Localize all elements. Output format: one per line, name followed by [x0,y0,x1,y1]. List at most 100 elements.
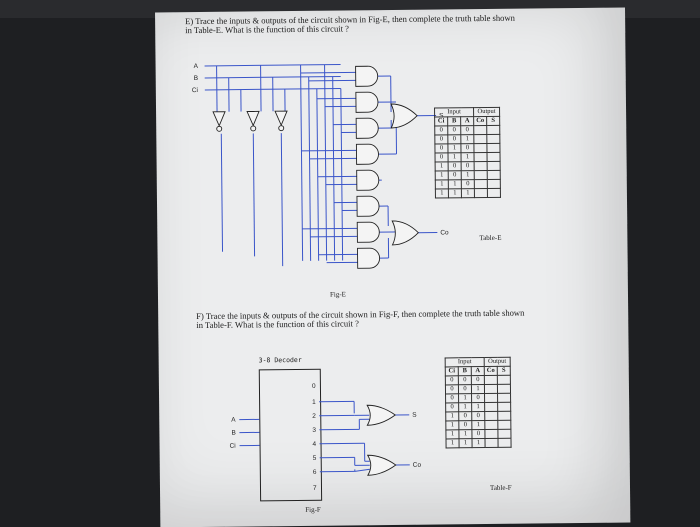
table-f-caption: Table-F [490,484,512,492]
blank-cell[interactable] [484,375,497,384]
decoder-pin-1: 1 [312,399,316,406]
blank-cell[interactable] [498,438,511,447]
decoder-pin-4: 4 [313,441,317,448]
table-cell: 1 [461,135,474,144]
blank-cell[interactable] [498,402,511,411]
blank-cell[interactable] [498,393,511,402]
table-cell: 0 [472,412,485,421]
table-cell: 0 [472,430,485,439]
table-f-col-ci: Ci [445,367,458,376]
table-cell: 1 [446,439,459,448]
fig-e-input-ci: Ci [192,87,198,94]
table-e-col-a: A [461,117,474,126]
table-cell: 0 [446,403,459,412]
blank-cell[interactable] [487,125,500,134]
blank-cell[interactable] [487,188,500,197]
blank-cell[interactable] [485,420,498,429]
table-cell: 0 [459,412,472,421]
table-e-caption: Table-E [479,234,501,242]
fig-f-input-b: B [231,430,235,437]
table-cell: 0 [471,376,484,385]
table-cell: 1 [435,162,448,171]
blank-cell[interactable] [487,152,500,161]
table-cell: 0 [461,162,474,171]
blank-cell[interactable] [485,438,498,447]
table-f-col-b: B [458,367,471,376]
fig-e-input-a: A [194,63,199,70]
blank-cell[interactable] [498,429,511,438]
table-cell: 0 [459,421,472,430]
blank-cell[interactable] [487,143,500,152]
table-cell: 1 [472,421,485,430]
fig-e-input-b: B [194,75,198,82]
blank-cell[interactable] [487,170,500,179]
blank-cell[interactable] [485,402,498,411]
table-cell: 1 [461,171,474,180]
blank-cell[interactable] [474,170,487,179]
question-f-line2: in Table-F. What is the function of this… [196,317,606,331]
table-f-output-header: Output [484,357,510,366]
table-cell: 1 [471,385,484,394]
table-cell: 0 [445,376,458,385]
table-cell: 1 [459,439,472,448]
table-cell: 1 [448,153,461,162]
table-cell: 0 [435,126,448,135]
blank-cell[interactable] [487,161,500,170]
table-f-col-s: S [497,366,510,375]
table-e-output-header: Output [474,107,500,116]
blank-cell[interactable] [487,179,500,188]
table-cell: 0 [461,126,474,135]
table-cell: 0 [448,126,461,135]
blank-cell[interactable] [485,393,498,402]
table-cell: 1 [435,189,448,198]
blank-cell[interactable] [474,134,487,143]
table-cell: 0 [446,394,459,403]
table-cell: 0 [448,162,461,171]
table-cell: 1 [448,180,461,189]
table-cell: 0 [461,180,474,189]
blank-cell[interactable] [497,384,510,393]
blank-cell[interactable] [474,125,487,134]
table-cell: 0 [461,144,474,153]
blank-cell[interactable] [498,420,511,429]
fig-f-output-s: S [412,412,417,419]
decoder-pin-2: 2 [312,413,316,420]
fig-e-caption: Fig-E [330,290,346,298]
table-cell: 1 [472,439,485,448]
blank-cell[interactable] [485,411,498,420]
table-cell: 1 [446,412,459,421]
blank-cell[interactable] [497,375,510,384]
fig-f-input-ci: Ci [230,443,236,450]
table-f-input-header: Input [445,358,484,367]
table-e-col-co: Co [474,116,487,125]
table-cell: 0 [472,394,485,403]
table-f-col-a: A [471,367,484,376]
blank-cell[interactable] [474,143,487,152]
blank-cell[interactable] [474,161,487,170]
blank-cell[interactable] [498,411,511,420]
blank-cell[interactable] [474,152,487,161]
table-cell: 0 [435,135,448,144]
table-e-input-header: Input [435,108,474,117]
table-cell: 1 [435,171,448,180]
table-cell: 1 [461,153,474,162]
table-cell: 1 [446,421,459,430]
table-cell: 1 [459,430,472,439]
question-e-line2: in Table-E. What is the function of this… [185,22,595,36]
fig-f-input-a: A [231,417,236,424]
blank-cell[interactable] [485,429,498,438]
question-f: F) Trace the inputs & outputs of the cir… [196,308,606,331]
blank-cell[interactable] [487,134,500,143]
decoder-pin-6: 6 [313,469,317,476]
table-e-col-ci: Ci [435,117,448,126]
table-cell: 1 [472,403,485,412]
blank-cell[interactable] [474,188,487,197]
table-cell: 1 [448,144,461,153]
fig-e-circuit: A B Ci S Co [190,49,452,292]
blank-cell[interactable] [474,179,487,188]
blank-cell[interactable] [484,384,497,393]
table-cell: 1 [461,189,474,198]
